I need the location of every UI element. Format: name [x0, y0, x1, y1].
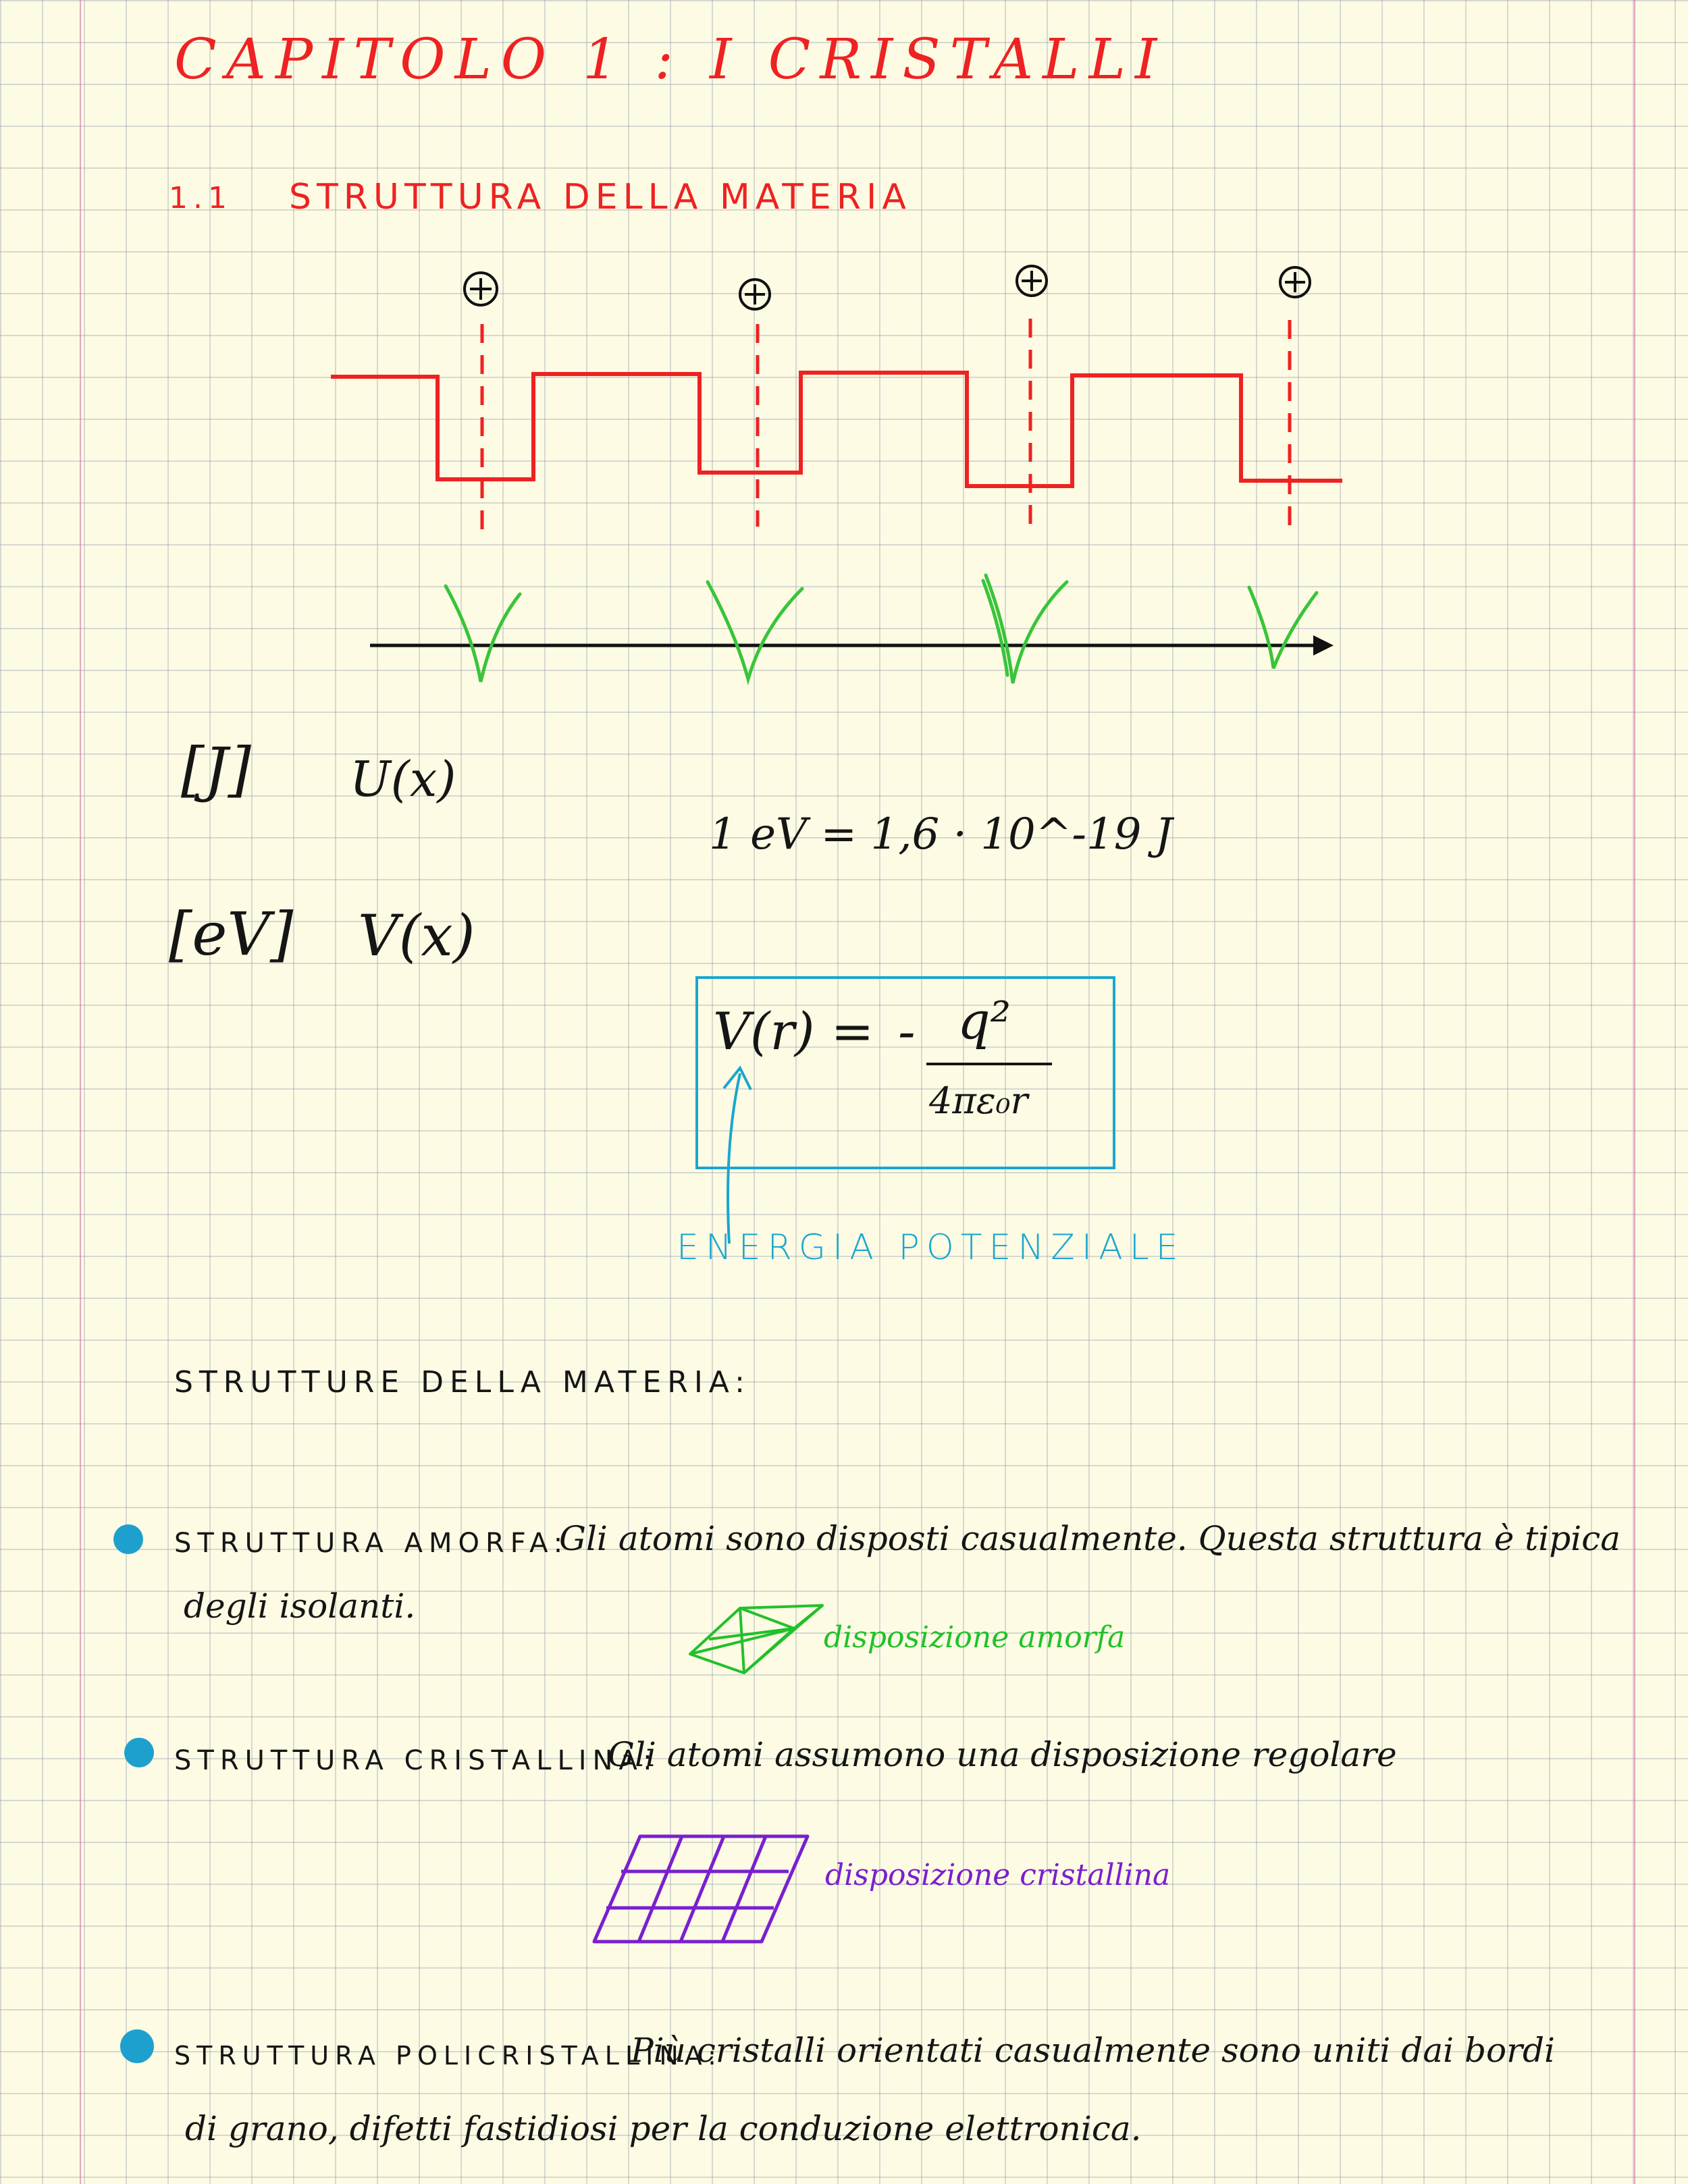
bullet-amorphous — [113, 1524, 143, 1554]
right-margin-line — [1634, 0, 1635, 2184]
section-number: 1.1 — [169, 181, 232, 215]
formula-denominator: 4πε₀r — [929, 1080, 1028, 1122]
amorphous-line2: degli isolanti. — [184, 1587, 416, 1626]
formula-fraction-bar — [926, 1063, 1052, 1065]
ev-quantity: V(x) — [358, 903, 475, 969]
formula-numerator: q² — [957, 990, 1011, 1050]
potential-energy-formula-box — [695, 976, 1115, 1169]
chapter-title: CAPITOLO 1 : I CRISTALLI — [174, 28, 1167, 92]
ion-dashed-lines — [480, 319, 1292, 533]
ion-4 — [1279, 266, 1311, 298]
wave-marks — [444, 573, 1319, 686]
ion-3 — [1016, 265, 1048, 297]
joule-label: [J] — [181, 735, 251, 804]
formula-sign: - — [898, 1001, 916, 1061]
bullet-crystalline — [124, 1738, 154, 1767]
amorphous-name: STRUTTURA AMORFA: — [174, 1528, 569, 1559]
formula-lhs: V(r) = — [713, 1001, 874, 1061]
crystalline-figure-label: disposizione cristallina — [825, 1858, 1171, 1892]
ion-2 — [739, 278, 771, 311]
crystalline-name: STRUTTURA CRISTALLINA: — [174, 1745, 658, 1776]
ion-plus-signs — [470, 271, 1305, 304]
polycrystalline-name: STRUTTURA POLICRISTALLINA: — [174, 2041, 722, 2071]
ion-1 — [463, 271, 498, 307]
ev-label: [eV] — [169, 899, 294, 969]
polycrystalline-line2: di grano, difetti fastidiosi per la cond… — [185, 2109, 1142, 2148]
polycrystalline-line1: Più cristalli orientati casualmente sono… — [631, 2031, 1556, 2070]
x-axis-arrowhead — [1313, 635, 1334, 656]
left-margin-line — [80, 0, 81, 2184]
crystalline-line1: Gli atomi assumono una disposizione rego… — [608, 1735, 1397, 1774]
potential-well-line — [331, 371, 1342, 488]
amorphous-line1: Gli atomi sono disposti casualmente. Que… — [559, 1519, 1621, 1558]
ev-joule-conversion: 1 eV = 1,6 · 10^-19 J — [709, 809, 1173, 859]
ion-markers — [463, 265, 1311, 311]
potential-energy-annotation: ENERGIA POTENZIALE — [677, 1227, 1185, 1268]
bullet-polycrystalline — [120, 2029, 154, 2063]
structures-heading: STRUTTURE DELLA MATERIA: — [174, 1365, 751, 1400]
joule-quantity: U(x) — [350, 751, 456, 807]
amorphous-figure-label: disposizione amorfa — [824, 1620, 1126, 1655]
section-title: STRUTTURA DELLA MATERIA — [289, 177, 912, 217]
